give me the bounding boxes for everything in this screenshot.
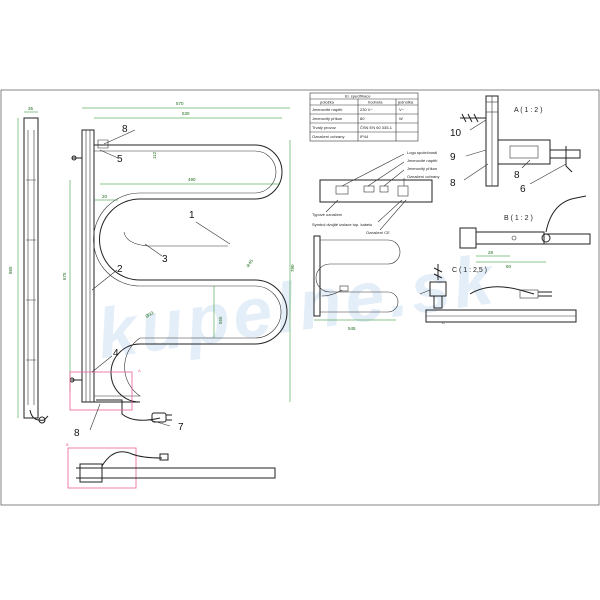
dim-780: 780 <box>290 264 295 272</box>
spec-header-1: hodnota <box>368 100 383 105</box>
callout-4: 4 <box>113 348 119 359</box>
callout-9: 9 <box>450 152 456 163</box>
spec-r1-c1: 80 <box>360 116 365 121</box>
label-ce: Označení CE <box>366 230 390 235</box>
dim-490: 490 <box>188 177 196 182</box>
label-protection: Označení ochrany <box>407 174 439 179</box>
dim-b-28: 28 <box>488 250 494 255</box>
detail-a-title: A ( 1 : 2 ) <box>514 107 542 114</box>
callout-8-detail-2: 8 <box>514 170 520 181</box>
callout-3: 3 <box>162 254 168 265</box>
callout-1: 1 <box>189 210 195 221</box>
small-side-view: 545 <box>313 235 401 331</box>
spec-table: El. specifikace položka hodnota jednotka… <box>309 92 419 142</box>
dim-d33: Ø33 <box>145 310 155 319</box>
spec-r2-c0: Trvalý provoz <box>312 125 336 130</box>
spec-header-0: položka <box>320 100 335 105</box>
spec-r1-c2: W <box>399 116 403 121</box>
spec-r2-c1: ČSN EN 60 335-1 <box>360 125 393 130</box>
callout-2: 2 <box>117 264 123 275</box>
dim-20: 20 <box>102 194 108 199</box>
callout-8-top: 8 <box>122 124 128 135</box>
dim-b-60: 60 <box>506 264 512 269</box>
marker-b: B <box>66 442 69 447</box>
spec-r3-c1: IP44 <box>360 134 369 139</box>
spec-r0-c1: 230 V~ <box>360 107 373 112</box>
callout-7: 7 <box>178 422 184 433</box>
spec-r0-c0: Jmenovité napětí <box>312 107 343 112</box>
detail-c-title: C ( 1 : 2,5 ) <box>452 267 487 274</box>
label-power: Jmenovitý příkon <box>407 166 437 171</box>
bottom-section-view: B <box>66 442 276 489</box>
spec-header-2: jednotka <box>397 100 414 105</box>
dim-530: 530 <box>182 111 190 116</box>
label-double-insulation: Symbol dvojité izolace top. kabelu <box>312 222 372 227</box>
detail-a: A ( 1 : 2 ) 10 9 8 8 6 <box>450 95 581 195</box>
callouts-main: 8 5 1 2 3 4 8 7 <box>74 124 231 439</box>
detail-c: C ( 1 : 2,5 ) C <box>419 264 577 325</box>
label-logo: Logo společnosti <box>407 150 437 155</box>
callout-6: 6 <box>520 184 526 195</box>
spec-r1-c0: Jmenovitý příkon <box>312 116 342 121</box>
label-plate: Logo společnosti Jmenovité napětí Jmenov… <box>312 150 439 235</box>
dim-r45: R45 <box>246 258 255 268</box>
detail-a-marker-box <box>69 371 133 411</box>
spec-title: El. specifikace <box>345 94 371 99</box>
watermark-text: kupelne.sk <box>92 240 501 373</box>
callout-8-detail: 8 <box>450 178 456 189</box>
dim-112: 112 <box>152 151 157 159</box>
dim-545: 545 <box>348 326 356 331</box>
detail-b-title: B ( 1 : 2 ) <box>504 215 533 222</box>
callout-10: 10 <box>450 128 462 139</box>
callout-5: 5 <box>117 154 123 165</box>
dim-555: 555 <box>218 316 223 324</box>
spec-r0-c2: V~ <box>399 107 405 112</box>
dim-570: 570 <box>176 101 184 106</box>
spec-r3-c0: Označení ochrany <box>312 134 344 139</box>
detail-b: B ( 1 : 2 ) 28 60 <box>459 195 591 269</box>
callout-8-bottom: 8 <box>74 428 80 439</box>
dim-865: 865 <box>8 266 13 274</box>
marker-c: C <box>442 320 445 325</box>
label-voltage: Jmenovité napětí <box>407 158 438 163</box>
front-view-main: 570 530 490 20 780 675 555 112 R45 Ø33 A <box>62 101 295 423</box>
side-view-left: 35 865 <box>8 106 49 424</box>
dim-35: 35 <box>28 106 34 111</box>
sheet-frame <box>0 89 600 506</box>
dim-675: 675 <box>62 272 67 280</box>
marker-a: A <box>138 368 141 373</box>
label-type: Typové označení <box>312 212 343 217</box>
